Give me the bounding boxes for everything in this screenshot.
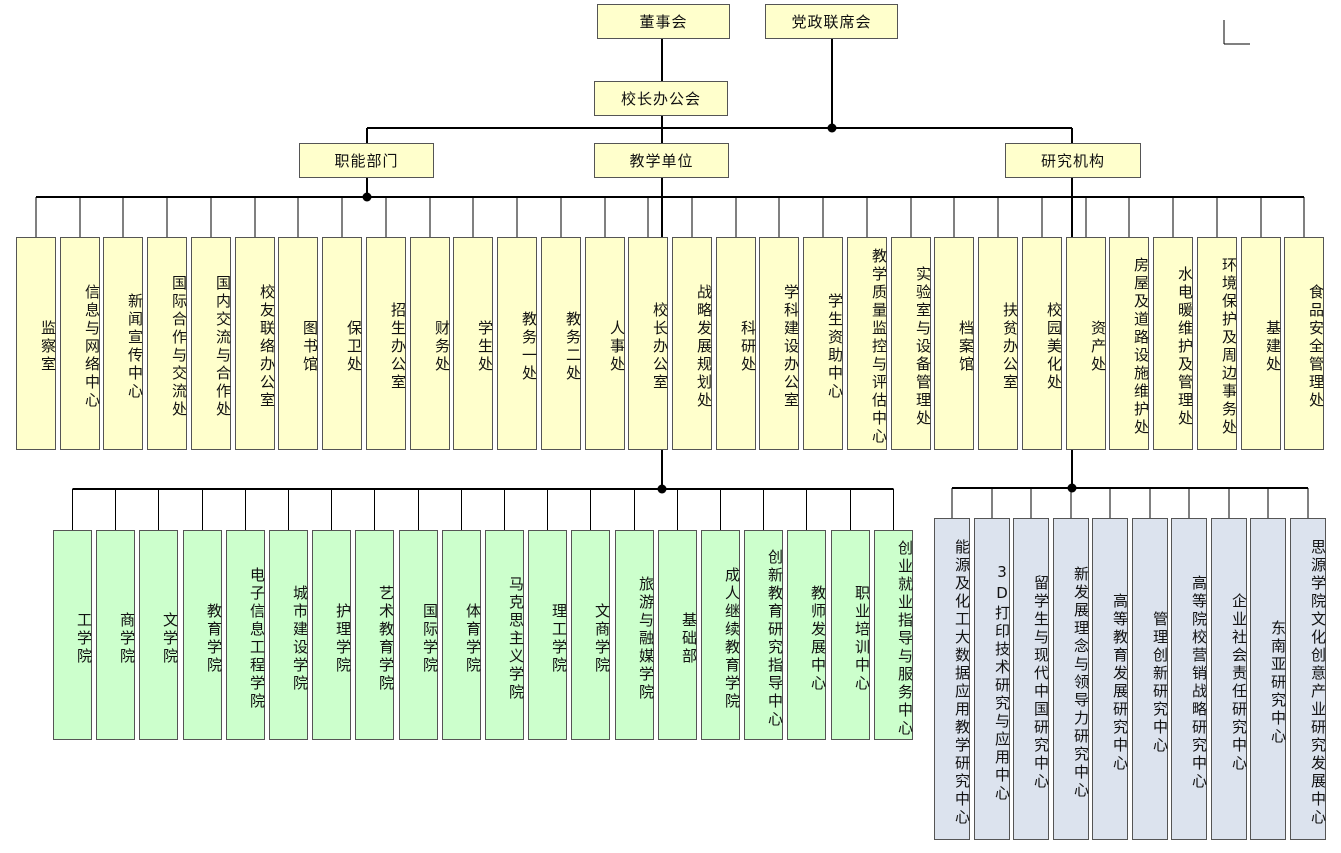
functional-unit: 图书馆 xyxy=(278,237,319,450)
functional-unit: 人事处 xyxy=(585,237,626,450)
research-unit: 东南亚研究中心 xyxy=(1250,518,1287,840)
teaching-unit: 理工学院 xyxy=(528,530,568,740)
board-box: 董事会 xyxy=(597,4,730,39)
functional-unit: 扶贫办公室 xyxy=(978,237,1019,450)
teaching-unit: 艺术教育学院 xyxy=(355,530,395,740)
functional-unit: 学生资助中心 xyxy=(803,237,844,450)
functional-unit: 保卫处 xyxy=(322,237,363,450)
functional-unit: 战略发展规划处 xyxy=(672,237,713,450)
functional-unit: 教学质量监控与评估中心 xyxy=(847,237,888,450)
teaching-unit: 文学院 xyxy=(139,530,179,740)
functional-unit: 国际合作与交流处 xyxy=(147,237,188,450)
teaching-unit: 护理学院 xyxy=(312,530,352,740)
functional-unit: 科研处 xyxy=(716,237,757,450)
research-unit: 高等教育发展研究中心 xyxy=(1092,518,1129,840)
research-unit: 新发展理念与领导力研究中心 xyxy=(1053,518,1090,840)
teaching-unit: 商学院 xyxy=(96,530,136,740)
research-unit: 3D打印技术研究与应用中心 xyxy=(974,518,1011,840)
functional-unit: 档案馆 xyxy=(934,237,975,450)
junction-dot xyxy=(1067,483,1077,493)
research-unit: 企业社会责任研究中心 xyxy=(1211,518,1248,840)
functional-unit: 校长办公室 xyxy=(628,237,669,450)
party-council-box: 党政联席会 xyxy=(765,4,898,39)
functional-unit: 监察室 xyxy=(16,237,57,450)
junction-dot xyxy=(657,484,667,494)
functional-departments-box: 职能部门 xyxy=(299,143,434,178)
teaching-unit: 电子信息工程学院 xyxy=(226,530,266,740)
functional-unit: 资产处 xyxy=(1066,237,1107,450)
functional-unit: 财务处 xyxy=(410,237,451,450)
teaching-unit: 工学院 xyxy=(53,530,93,740)
functional-unit: 环境保护及周边事务处 xyxy=(1197,237,1238,450)
functional-unit: 房屋及道路设施维护处 xyxy=(1109,237,1150,450)
teaching-unit: 创业就业指导与服务中心 xyxy=(874,530,914,740)
functional-unit: 食品安全管理处 xyxy=(1284,237,1325,450)
functional-unit: 基建处 xyxy=(1241,237,1282,450)
teaching-unit: 基础部 xyxy=(658,530,698,740)
functional-unit: 学科建设办公室 xyxy=(759,237,800,450)
research-unit: 高等院校营销战略研究中心 xyxy=(1171,518,1208,840)
junction-dot xyxy=(362,192,372,202)
functional-unit: 校友联络办公室 xyxy=(235,237,276,450)
functional-unit: 校园美化处 xyxy=(1022,237,1063,450)
functional-unit: 教务二处 xyxy=(541,237,582,450)
functional-unit: 信息与网络中心 xyxy=(60,237,101,450)
research-unit: 能源及化工大数据应用教学研究中心 xyxy=(934,518,971,840)
functional-unit: 实验室与设备管理处 xyxy=(891,237,932,450)
teaching-unit: 创新教育研究指导中心 xyxy=(744,530,784,740)
teaching-unit: 马克思主义学院 xyxy=(485,530,525,740)
teaching-unit: 教育学院 xyxy=(183,530,223,740)
teaching-unit: 文商学院 xyxy=(571,530,611,740)
functional-unit: 学生处 xyxy=(453,237,494,450)
functional-unit: 招生办公室 xyxy=(366,237,407,450)
research-unit: 留学生与现代中国研究中心 xyxy=(1013,518,1050,840)
functional-unit: 水电暖维护及管理处 xyxy=(1153,237,1194,450)
teaching-unit: 教师发展中心 xyxy=(787,530,827,740)
functional-unit: 教务一处 xyxy=(497,237,538,450)
teaching-unit: 国际学院 xyxy=(399,530,439,740)
teaching-unit: 旅游与融媒学院 xyxy=(615,530,655,740)
teaching-unit: 成人继续教育学院 xyxy=(701,530,741,740)
teaching-units-box: 教学单位 xyxy=(594,143,729,178)
teaching-unit: 城市建设学院 xyxy=(269,530,309,740)
research-unit: 思源学院文化创意产业研究发展中心 xyxy=(1290,518,1327,840)
teaching-unit: 职业培训中心 xyxy=(831,530,871,740)
junction-dot xyxy=(827,123,837,133)
president-office-meeting-box: 校长办公会 xyxy=(594,81,728,116)
functional-unit: 新闻宣传中心 xyxy=(103,237,144,450)
functional-unit: 国内交流与合作处 xyxy=(191,237,232,450)
teaching-unit: 体育学院 xyxy=(442,530,482,740)
research-unit: 管理创新研究中心 xyxy=(1132,518,1169,840)
research-institutions-box: 研究机构 xyxy=(1005,143,1141,178)
